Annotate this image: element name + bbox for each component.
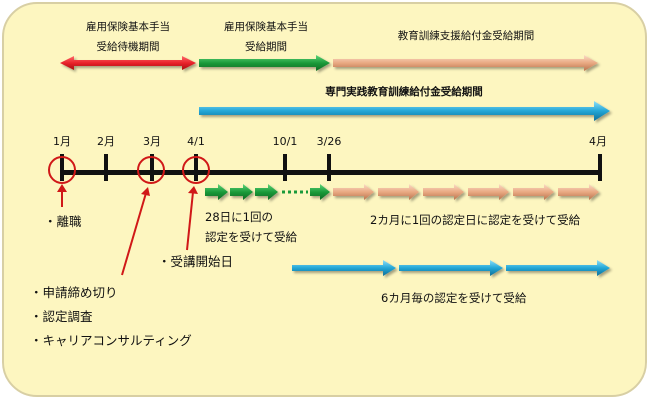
every-28-days-note-1: 28日に1回の xyxy=(205,210,273,224)
tick-mark-feb xyxy=(104,154,108,181)
tick-mark-jan xyxy=(60,154,64,181)
waiting-period-arrow xyxy=(60,56,196,70)
eligibility-check-label: ・認定調査 xyxy=(30,309,93,324)
tick-label-oct1: 10/1 xyxy=(272,135,298,148)
course-start-event-label: ・受講開始日 xyxy=(158,254,234,269)
application-pointer-arrow xyxy=(121,187,150,276)
tick-label-mar26: 3/26 xyxy=(316,135,342,148)
waiting-period-label-1: 雇用保険基本手当 xyxy=(86,21,170,33)
every-2-months-note: 2カ月に1回の認定日に認定を受けて受給 xyxy=(370,213,581,227)
tick-mark-oct1 xyxy=(283,154,287,181)
tick-label-jan: 1月 xyxy=(53,135,71,148)
tick-mark-apr xyxy=(598,154,602,181)
education-support-period-label: 教育訓練支援給付金受給期間 xyxy=(397,30,535,42)
benefit-period-label-2: 受給期間 xyxy=(245,41,287,53)
tick-mark-mar26 xyxy=(327,154,331,181)
tick-label-feb: 2月 xyxy=(97,135,115,148)
practical-training-period-arrow xyxy=(199,101,610,121)
benefit-period-label-1: 雇用保険基本手当 xyxy=(224,21,308,33)
every-28-days-note-2: 認定を受けて受給 xyxy=(205,230,297,244)
start-marker-circle xyxy=(182,156,210,184)
career-consulting-label: ・キャリアコンサルティング xyxy=(30,333,192,348)
tick-mark-apr1 xyxy=(194,154,198,181)
start-pointer-arrow xyxy=(186,186,198,251)
resign-event-label: ・離職 xyxy=(44,214,82,229)
salmon-cycle-arrows xyxy=(333,184,599,200)
waiting-period-label-2: 受給待機期間 xyxy=(96,41,160,53)
every-6-months-note: 6カ月毎の認定を受けて受給 xyxy=(381,291,527,305)
application-deadline-label: ・申請締め切り xyxy=(30,285,118,300)
resign-pointer-arrow xyxy=(57,184,67,207)
tick-mark-mar xyxy=(150,154,154,181)
practical-training-period-label: 専門実践教育訓練給付金受給期間 xyxy=(325,86,483,98)
timeline-ticks xyxy=(60,154,602,181)
education-support-period-arrow xyxy=(333,55,598,71)
blue-cycle-arrows xyxy=(292,260,610,276)
tick-label-apr1: 4/1 xyxy=(187,135,205,148)
tick-label-apr: 4月 xyxy=(589,135,607,148)
resign-marker-circle xyxy=(48,156,76,184)
benefit-period-arrow xyxy=(199,55,330,71)
background-panel xyxy=(2,2,647,397)
green-cycle-arrows xyxy=(205,184,330,200)
tick-label-mar: 3月 xyxy=(143,135,161,148)
application-marker-circle xyxy=(137,156,165,184)
